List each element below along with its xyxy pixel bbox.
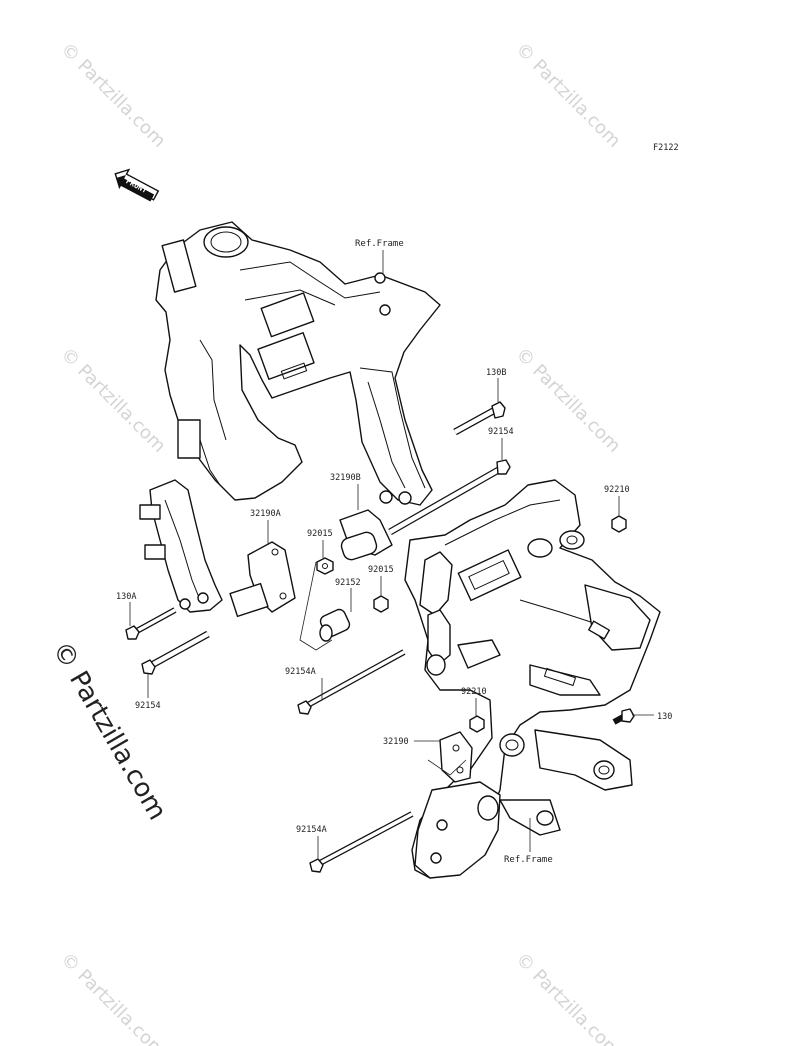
bolt-130A [125, 607, 177, 640]
bracket-32190B [339, 509, 393, 561]
bolt-92154A-low [309, 811, 414, 873]
watermark-mid-left: © Partzilla.com [56, 344, 169, 457]
watermark-top-left: © Partzilla.com [56, 39, 169, 152]
svg-text:© Partzilla.com: © Partzilla.com [56, 39, 169, 152]
svg-text:© Partzilla.com: © Partzilla.com [511, 344, 624, 457]
bolt-130 [612, 708, 635, 725]
label-92154A-low: 92154A [296, 825, 327, 835]
nut-92210-top [611, 515, 627, 533]
ref-frame-label-bottom: Ref.Frame [504, 855, 553, 865]
upper-frame-drawing [155, 221, 441, 506]
svg-text:© Partzilla.com: © Partzilla.com [56, 949, 169, 1046]
watermark-mid-right: © Partzilla.com [511, 344, 624, 457]
label-130A: 130A [116, 592, 136, 602]
label-130: 130 [657, 712, 672, 722]
engine-assembly-drawing [404, 479, 661, 879]
bolt-92154A-mid [297, 649, 406, 715]
label-92015-right: 92015 [368, 565, 394, 575]
watermark-bottom-right: © Partzilla.com [511, 949, 624, 1046]
collar-92152 [319, 608, 351, 642]
label-32190: 32190 [383, 737, 409, 747]
nut-92015-right [373, 595, 389, 613]
bracket-32190A [229, 541, 296, 618]
bolt-92154-left [141, 630, 210, 675]
label-92154A-mid: 92154A [285, 667, 316, 677]
label-130B: 130B [486, 368, 506, 378]
label-92210-low: 92210 [461, 687, 487, 697]
watermark-bottom-left: © Partzilla.com [56, 949, 169, 1046]
label-92210-top: 92210 [604, 485, 630, 495]
figure-code: F2122 [653, 143, 679, 153]
svg-text:© Partzilla.com: © Partzilla.com [56, 344, 169, 457]
svg-text:© Partzilla.com: © Partzilla.com [511, 39, 624, 152]
label-92015-left: 92015 [307, 529, 333, 539]
bracket-32190 [439, 731, 473, 783]
left-frame-downtube [139, 479, 223, 613]
label-32190A: 32190A [250, 509, 281, 519]
watermark-top-right: © Partzilla.com [511, 39, 624, 152]
nut-92210-low [469, 715, 485, 733]
nut-92015-left [316, 557, 334, 575]
part-labels: Ref.Frame 130B 92154 32190B 92210 32190A… [116, 239, 672, 865]
label-32190B: 32190B [330, 473, 361, 483]
label-92152: 92152 [335, 578, 361, 588]
bolt-92154-top [388, 459, 511, 536]
ref-frame-label-top: Ref.Frame [355, 239, 404, 249]
label-92154-left: 92154 [135, 701, 161, 711]
svg-text:© Partzilla.com: © Partzilla.com [511, 949, 624, 1046]
label-92154-top: 92154 [488, 427, 514, 437]
leader-lines [129, 250, 654, 858]
bolt-130B [453, 401, 506, 436]
front-arrow-icon: FRONT [114, 168, 160, 202]
